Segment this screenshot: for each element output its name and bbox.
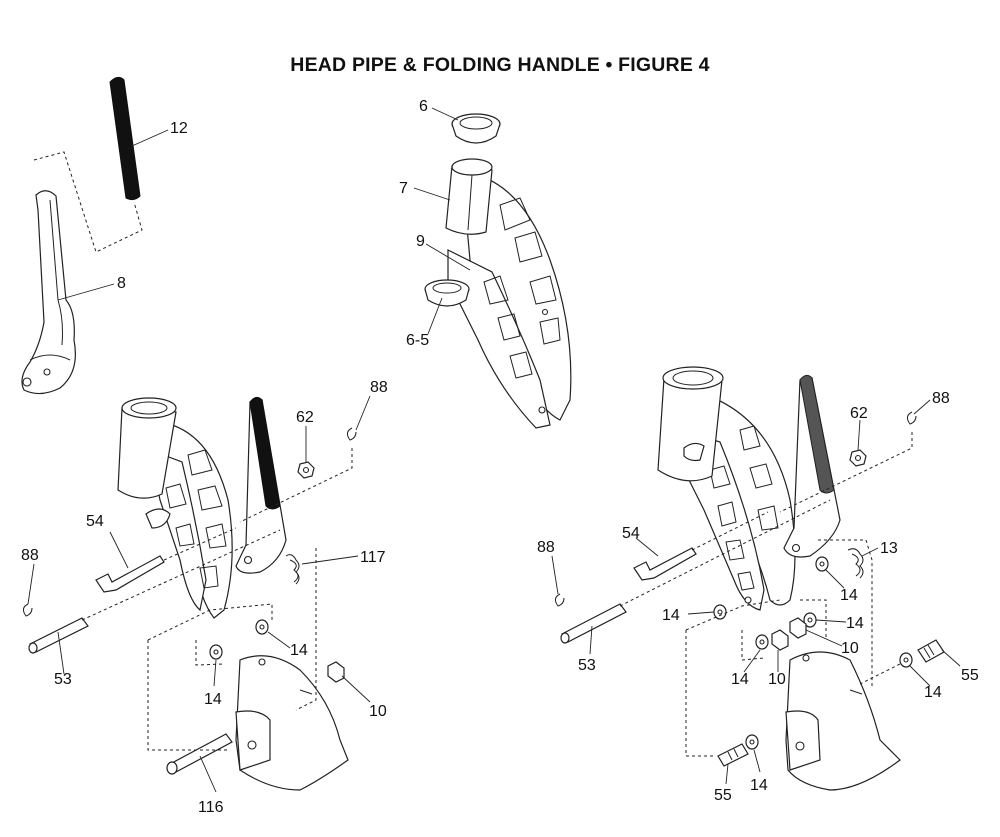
right-dashline-3 bbox=[691, 511, 769, 551]
right-washer-14a bbox=[815, 556, 829, 572]
left-dashline-4 bbox=[147, 640, 230, 751]
label-right-14d: 14 bbox=[731, 671, 749, 688]
left-washer-14b bbox=[209, 644, 223, 660]
right-dashline-4 bbox=[685, 630, 714, 757]
right-bolt-54 bbox=[633, 547, 697, 581]
label-right-10b: 10 bbox=[768, 671, 786, 688]
label-right-14f: 14 bbox=[750, 777, 768, 794]
right-bolt-55a bbox=[917, 639, 945, 663]
label-right-13: 13 bbox=[880, 540, 898, 557]
right-washer-14e bbox=[899, 652, 913, 668]
left-head-pipe bbox=[117, 397, 177, 529]
label-right-10a: 10 bbox=[841, 640, 859, 657]
label-left-88-top: 88 bbox=[370, 379, 388, 396]
label-left-88-bottom: 88 bbox=[21, 547, 39, 564]
left-nut-10 bbox=[327, 661, 345, 683]
right-pin-53 bbox=[560, 603, 627, 644]
right-handle-with-grip bbox=[783, 374, 841, 558]
head-pipe-frame bbox=[447, 171, 572, 429]
leader-lines bbox=[27, 107, 961, 793]
right-nut-10b bbox=[771, 629, 789, 651]
left-dashline-3 bbox=[163, 527, 237, 561]
label-part-12: 12 bbox=[170, 120, 188, 137]
label-right-55a: 55 bbox=[961, 667, 979, 684]
grip-assembly-dashline bbox=[33, 151, 143, 253]
label-left-62: 62 bbox=[296, 409, 314, 426]
left-dashline-5 bbox=[147, 603, 273, 641]
left-pin-53 bbox=[28, 617, 89, 654]
label-part-6-5: 6-5 bbox=[406, 332, 429, 349]
head-pipe-part-7 bbox=[445, 158, 493, 235]
left-bolt-54 bbox=[95, 555, 165, 593]
left-bolt-116 bbox=[166, 733, 233, 775]
left-clip-88-bottom bbox=[22, 603, 33, 617]
label-left-54: 54 bbox=[86, 513, 104, 530]
right-dashline-9 bbox=[800, 599, 827, 640]
label-left-14b: 14 bbox=[204, 691, 222, 708]
left-dashline-1 bbox=[239, 448, 353, 523]
right-spring-13 bbox=[847, 548, 864, 579]
left-dashline-7 bbox=[295, 548, 317, 711]
label-right-14b: 14 bbox=[662, 607, 680, 624]
label-right-14c: 14 bbox=[846, 615, 864, 632]
label-left-53: 53 bbox=[54, 671, 72, 688]
bearing-cup-part-6 bbox=[451, 113, 501, 144]
left-handle-with-grip bbox=[235, 396, 287, 574]
right-washer-14c bbox=[803, 612, 817, 628]
label-right-53: 53 bbox=[578, 657, 596, 674]
bearing-cup-part-6-5 bbox=[424, 279, 470, 307]
right-washer-14d bbox=[755, 634, 769, 650]
label-part-6: 6 bbox=[419, 98, 428, 115]
label-right-55b: 55 bbox=[714, 787, 732, 804]
figure-title: HEAD PIPE & FOLDING HANDLE • FIGURE 4 bbox=[290, 54, 710, 76]
label-left-117: 117 bbox=[360, 549, 386, 566]
label-left-10: 10 bbox=[369, 703, 387, 720]
label-part-7: 7 bbox=[399, 180, 408, 197]
right-head-pipe bbox=[657, 366, 724, 482]
label-right-88-top: 88 bbox=[932, 390, 950, 407]
right-bracket bbox=[785, 651, 901, 791]
left-dashline-6 bbox=[195, 640, 225, 666]
left-dashline-2 bbox=[81, 529, 281, 621]
left-washer-14a bbox=[255, 619, 269, 635]
label-right-62: 62 bbox=[850, 405, 868, 422]
label-left-116: 116 bbox=[198, 799, 224, 816]
left-clip-88-top bbox=[346, 427, 357, 441]
label-right-14a: 14 bbox=[840, 587, 858, 604]
right-nut-62 bbox=[849, 449, 867, 467]
left-bracket bbox=[235, 655, 349, 791]
handle-grip-part-12 bbox=[109, 76, 141, 201]
label-part-9: 9 bbox=[416, 233, 425, 250]
left-spring-117 bbox=[285, 554, 300, 585]
right-clip-88-bottom bbox=[554, 593, 565, 607]
right-dashline-8 bbox=[859, 663, 901, 685]
left-nut-62 bbox=[297, 461, 315, 479]
right-dashline-6 bbox=[741, 630, 765, 661]
label-part-8: 8 bbox=[117, 275, 126, 292]
right-dashline-5 bbox=[685, 599, 781, 631]
right-clip-88-top bbox=[906, 411, 917, 425]
folding-handle-part-8 bbox=[21, 190, 76, 395]
label-left-14a: 14 bbox=[290, 642, 308, 659]
right-nut-10a bbox=[789, 617, 807, 639]
right-dashline-7 bbox=[818, 539, 873, 686]
label-right-14e: 14 bbox=[924, 684, 942, 701]
label-right-88-bottom: 88 bbox=[537, 539, 555, 556]
label-right-54: 54 bbox=[622, 525, 640, 542]
right-washer-14f bbox=[745, 734, 759, 750]
right-bolt-55b bbox=[717, 743, 749, 767]
